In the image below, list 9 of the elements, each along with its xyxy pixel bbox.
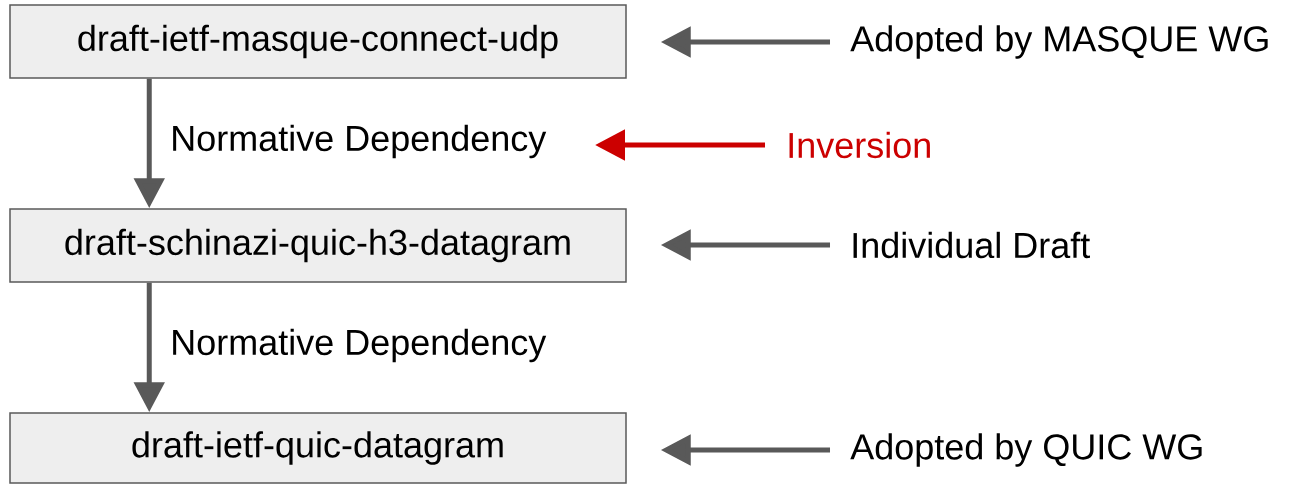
annotation-text: Adopted by QUIC WG bbox=[850, 433, 1202, 467]
annotation-text: Individual Draft bbox=[853, 231, 1090, 259]
edge-label: Normative Dependency bbox=[173, 328, 547, 363]
annotation-text: Inversion bbox=[789, 131, 930, 159]
draft-box: draft-ietf-quic-datagram bbox=[9, 412, 627, 484]
edge-label: Normative Dependency bbox=[173, 124, 547, 159]
draft-box: draft-ietf-masque-connect-udp bbox=[9, 4, 627, 79]
draft-box: draft-schinazi-quic-h3-datagram bbox=[9, 208, 627, 283]
annotation-text: Adopted by MASQUE WG bbox=[850, 25, 1268, 59]
